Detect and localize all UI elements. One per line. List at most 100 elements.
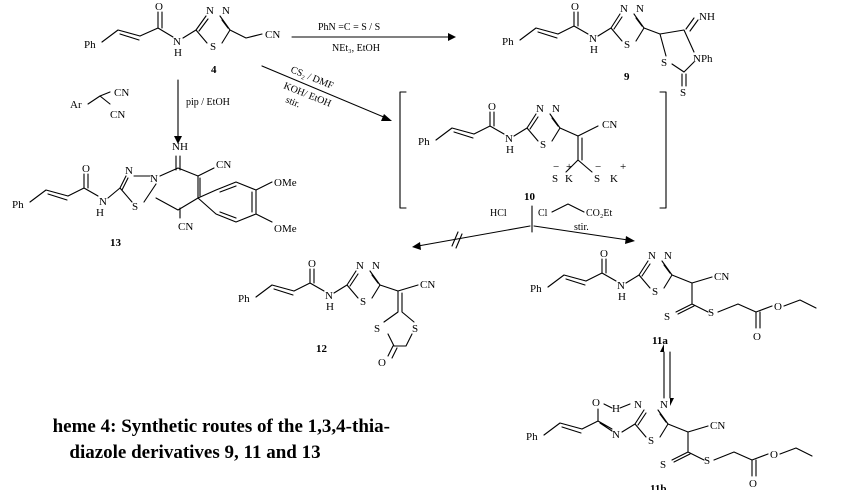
c11a-ring-n1: N <box>648 250 656 262</box>
reagent-to-9-top: PhN =C = S / S <box>318 22 380 33</box>
c11a-ester-o: O <box>774 301 782 313</box>
compound-11b: Ph O H N N N S CN S S O O 11b <box>526 397 813 490</box>
reagent-to-10-line3: stir. <box>284 95 302 111</box>
c12-thiadiazole-ring <box>333 270 399 299</box>
c11b-side-chain <box>671 425 813 477</box>
c11a-ring-n2: N <box>664 250 672 262</box>
c11b-h-bond <box>603 403 631 409</box>
c11a-link-s: S <box>708 307 714 319</box>
c11b-ester-o: O <box>770 449 778 461</box>
equilibrium-arrows <box>660 344 674 406</box>
arrow-to-12 <box>417 225 531 247</box>
arrow-4-to-9: PhN =C = S / S NEt₃, EtOH <box>291 22 456 54</box>
c13-carbonyl-o: O <box>82 163 90 175</box>
c4-cn: CN <box>265 29 280 41</box>
c11b-hydroxy-h: H <box>612 403 620 415</box>
arrow-to-11a <box>533 225 629 241</box>
c10-ring-s: S <box>540 139 546 151</box>
c11b-thiadiazole-ring <box>621 409 689 438</box>
c12-ring-s2: S <box>412 323 418 335</box>
c11b-imine-n: N <box>612 429 620 441</box>
c11a-carbonyl-o: O <box>600 248 608 260</box>
c9-thione-s: S <box>680 87 686 99</box>
c4-nh-h: H <box>174 47 182 59</box>
c11b-imidic-bonds <box>581 408 613 432</box>
c11b-hydroxy-o: O <box>592 397 600 409</box>
c9-ring-s2: S <box>661 57 667 69</box>
compound-10: Ph O N H N N S CN S − + K S − + K 10 <box>399 91 667 209</box>
reagent-cn2: CN <box>110 109 125 121</box>
c10-ring-n2: N <box>552 103 560 115</box>
c11a-nh-h: H <box>618 291 626 303</box>
c4-ring-s: S <box>210 41 216 53</box>
c13-vinyl-bonds <box>29 189 69 203</box>
c11a-ring-s: S <box>652 286 658 298</box>
c11a-vinyl-bonds <box>547 274 587 288</box>
c11a-thiadiazole-ring <box>625 260 693 289</box>
c10-ring-n1: N <box>536 103 544 115</box>
reagent-cl: Cl <box>538 208 548 219</box>
c12-nh-n: N <box>325 290 333 302</box>
c11a-keto-o: O <box>753 331 761 343</box>
c11b-link-s: S <box>704 455 710 467</box>
c4-vinyl-bonds <box>101 29 141 43</box>
c11b-number: 11b <box>650 483 667 490</box>
c13-ome2: OMe <box>274 223 297 235</box>
c12-ring-n2: N <box>372 260 380 272</box>
compound-11a: Ph O N H N N S CN S S O O 11a <box>530 248 817 347</box>
c12-nh-h: H <box>326 301 334 313</box>
c10-carbonyl-bonds <box>473 111 505 135</box>
c12-carbonyl-o: O <box>308 258 316 270</box>
c13-bridge-n: N <box>150 173 158 185</box>
c13-ome1-bond <box>255 181 273 191</box>
c10-plus-1: + <box>566 161 572 173</box>
c12-number: 12 <box>316 343 328 355</box>
compound-13: Ph O N H N N S NH CN CN OMe OMe 13 <box>12 141 297 249</box>
c10-k-2: K <box>610 173 618 185</box>
c12-ring-s: S <box>360 296 366 308</box>
c9-imino-nh: NH <box>699 11 715 23</box>
c9-nh-h: H <box>590 44 598 56</box>
c4-carbonyl-bonds <box>139 11 163 37</box>
c11a-side-chain <box>675 276 817 329</box>
caption-line-2: diazole derivatives 9, 11 and 13 <box>69 442 321 463</box>
c12-dithiolane-ring <box>383 284 419 359</box>
c10-minus-2: − <box>595 161 601 173</box>
c12-carbonyl-bonds <box>293 268 325 292</box>
c10-right-bracket <box>659 91 667 209</box>
c9-ring-n2: N <box>636 3 644 15</box>
c12-ring-s1: S <box>374 323 380 335</box>
c13-phenyl-label: Ph <box>12 199 24 211</box>
compound-4: Ph O N H N N S CN 4 <box>84 1 280 76</box>
reagent-stir: stir. <box>574 222 589 233</box>
c12-vinyl-bonds <box>255 284 295 298</box>
c9-thiazolidine-ring <box>659 17 699 73</box>
c4-nh-n: N <box>173 36 181 48</box>
c10-carbonyl-o: O <box>488 101 496 113</box>
c9-carbonyl-bonds <box>557 11 589 35</box>
c13-ome1: OMe <box>274 177 297 189</box>
reagent-cn1: CN <box>114 87 129 99</box>
c10-s-minus-2: S <box>594 173 600 185</box>
c10-left-bracket <box>399 91 407 209</box>
c11b-ring-n2: N <box>660 399 668 411</box>
blocked-route-mark <box>451 231 463 249</box>
c11a-cn: CN <box>714 271 729 283</box>
c13-ring-n1: N <box>125 165 133 177</box>
c9-vinyl-bonds <box>519 27 559 41</box>
reagent-hcl: HCl <box>490 208 507 219</box>
c12-ring-o: O <box>378 357 386 369</box>
c13-carbonyl-bonds <box>67 173 99 197</box>
c11b-vinyl-bonds <box>543 422 583 436</box>
arrow-4-to-13: Ar CN CN pip / EtOH <box>70 79 230 144</box>
c12-ring-n1: N <box>356 260 364 272</box>
c10-s-minus-1: S <box>552 173 558 185</box>
c10-nh-h: H <box>506 144 514 156</box>
c13-cn-top: CN <box>216 159 231 171</box>
c13-nh-n: N <box>99 196 107 208</box>
c12-phenyl-label: Ph <box>238 293 250 305</box>
c11a-nh-n: N <box>617 280 625 292</box>
compound-9: Ph O N H N N S NH NPh S S 9 <box>502 1 715 99</box>
c11b-cn: CN <box>710 420 725 432</box>
